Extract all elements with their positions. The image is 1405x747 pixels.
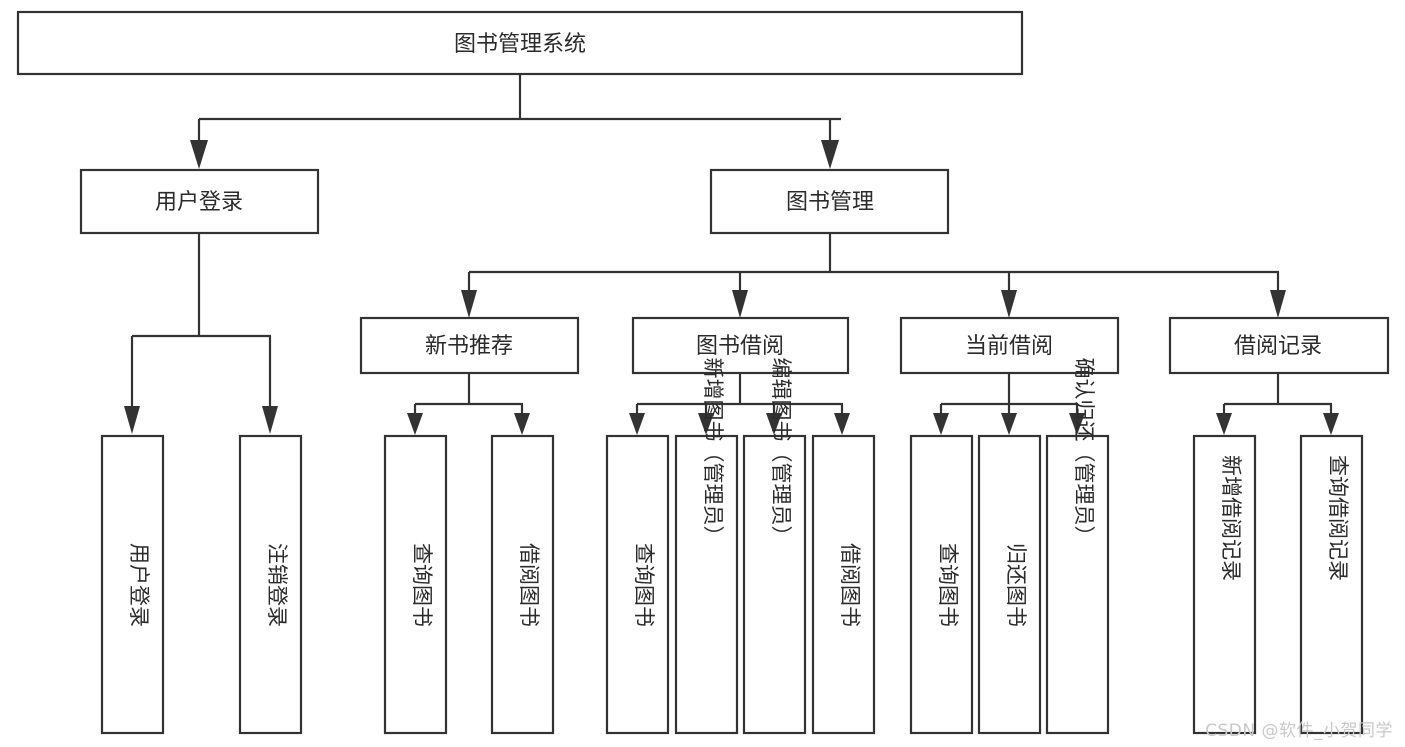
node-leaf-borrow-book-2[interactable]: 借阅图书 <box>811 434 876 735</box>
node-login[interactable]: 用户登录 <box>79 168 320 235</box>
node-borrow-label: 图书借阅 <box>696 334 784 359</box>
node-leaf-user-login-label: 用户登录 <box>127 543 151 627</box>
arrow-leaf-user-login <box>124 406 140 434</box>
node-current-label: 当前借阅 <box>965 334 1053 359</box>
node-leaf-confirm-return[interactable]: 确认归还（管理员） <box>1045 358 1110 735</box>
node-root-box[interactable] <box>16 10 1024 76</box>
node-leaf-user-login-box[interactable] <box>100 434 165 735</box>
node-newbook-label: 新书推荐 <box>425 334 513 359</box>
node-records-box[interactable] <box>1168 316 1390 375</box>
node-leaf-query-book-1-box[interactable] <box>383 434 448 735</box>
node-leaf-user-logout[interactable]: 注销登录 <box>238 434 303 735</box>
node-leaf-user-login[interactable]: 用户登录 <box>100 434 165 735</box>
node-leaf-confirm-return-label: 确认归还（管理员） <box>1072 358 1096 547</box>
arrow-leaf-return-book <box>1001 413 1017 435</box>
node-root-label: 图书管理系统 <box>454 32 586 57</box>
node-leaf-query-record-box[interactable] <box>1299 434 1364 735</box>
arrow-leaf-add-record <box>1216 413 1232 435</box>
node-leaf-query-book-2-box[interactable] <box>605 434 670 735</box>
arrow-leaf-query-book-1 <box>407 413 423 435</box>
node-leaf-add-record[interactable]: 新增借阅记录 <box>1192 434 1257 735</box>
node-leaf-return-book[interactable]: 归还图书 <box>977 434 1042 735</box>
arrow-leaf-edit-book <box>766 413 782 435</box>
arrow-leaf-borrow-book-2 <box>834 413 850 435</box>
node-root[interactable]: 图书管理系统 <box>16 10 1024 76</box>
node-leaf-query-book-3-box[interactable] <box>909 434 974 735</box>
node-records[interactable]: 借阅记录 <box>1168 316 1390 375</box>
node-leaf-add-book-label: 新增图书（管理员） <box>701 358 725 547</box>
node-leaf-borrow-book-1[interactable]: 借阅图书 <box>490 434 555 735</box>
node-leaf-query-book-1-label: 查询图书 <box>410 543 434 627</box>
arrow-borrow <box>732 290 748 318</box>
arrow-leaf-borrow-book-1 <box>514 413 530 435</box>
node-leaf-user-logout-box[interactable] <box>238 434 303 735</box>
node-leaf-edit-book[interactable]: 编辑图书（管理员） <box>742 358 807 735</box>
node-borrow[interactable]: 图书借阅 <box>631 316 850 375</box>
arrow-current <box>1001 290 1017 318</box>
node-leaf-add-book-box[interactable] <box>674 434 739 735</box>
node-records-label: 借阅记录 <box>1234 334 1322 359</box>
node-leaf-query-record[interactable]: 查询借阅记录 <box>1299 434 1364 735</box>
node-leaf-query-book-3[interactable]: 查询图书 <box>909 434 974 735</box>
arrow-leaf-query-book-2 <box>629 413 645 435</box>
node-leaf-borrow-book-1-box[interactable] <box>490 434 555 735</box>
arrow-login <box>190 140 208 169</box>
node-leaf-user-logout-label: 注销登录 <box>265 543 289 627</box>
node-bookmgmt-box[interactable] <box>709 168 950 235</box>
node-login-box[interactable] <box>79 168 320 235</box>
node-leaf-add-book[interactable]: 新增图书（管理员） <box>674 358 739 735</box>
arrow-leaf-user-logout <box>262 406 278 434</box>
node-leaf-borrow-book-2-box[interactable] <box>811 434 876 735</box>
node-leaf-query-book-2[interactable]: 查询图书 <box>605 434 670 735</box>
arrow-leaf-confirm-return <box>1069 413 1085 435</box>
node-current-box[interactable] <box>899 316 1120 375</box>
arrow-newbook <box>461 290 477 318</box>
node-leaf-query-record-label: 查询借阅记录 <box>1326 455 1350 581</box>
arrow-leaf-add-book <box>698 413 714 435</box>
node-leaf-confirm-return-box[interactable] <box>1045 434 1110 735</box>
node-leaf-query-book-3-label: 查询图书 <box>936 543 960 627</box>
node-bookmgmt-label: 图书管理 <box>786 190 874 215</box>
node-login-label: 用户登录 <box>155 190 243 215</box>
node-bookmgmt[interactable]: 图书管理 <box>709 168 950 235</box>
arrow-bookmgmt <box>821 140 839 169</box>
node-newbook[interactable]: 新书推荐 <box>359 316 580 375</box>
arrow-records <box>1270 290 1286 318</box>
node-borrow-box[interactable] <box>631 316 850 375</box>
node-leaf-add-record-label: 新增借阅记录 <box>1219 455 1243 581</box>
arrow-leaf-query-book-3 <box>933 413 949 435</box>
node-leaf-add-record-box[interactable] <box>1192 434 1257 735</box>
node-newbook-box[interactable] <box>359 316 580 375</box>
connector-layer <box>124 74 1339 435</box>
node-leaf-query-book-1[interactable]: 查询图书 <box>383 434 448 735</box>
node-leaf-edit-book-label: 编辑图书（管理员） <box>769 358 793 547</box>
node-leaf-borrow-book-2-label: 借阅图书 <box>838 543 862 627</box>
node-leaf-edit-book-box[interactable] <box>742 434 807 735</box>
node-leaf-query-book-2-label: 查询图书 <box>632 543 656 627</box>
node-leaf-return-book-label: 归还图书 <box>1004 543 1028 627</box>
node-current[interactable]: 当前借阅 <box>899 316 1120 375</box>
node-leaf-return-book-box[interactable] <box>977 434 1042 735</box>
arrow-leaf-query-record <box>1323 413 1339 435</box>
node-leaf-borrow-book-1-label: 借阅图书 <box>517 543 541 627</box>
